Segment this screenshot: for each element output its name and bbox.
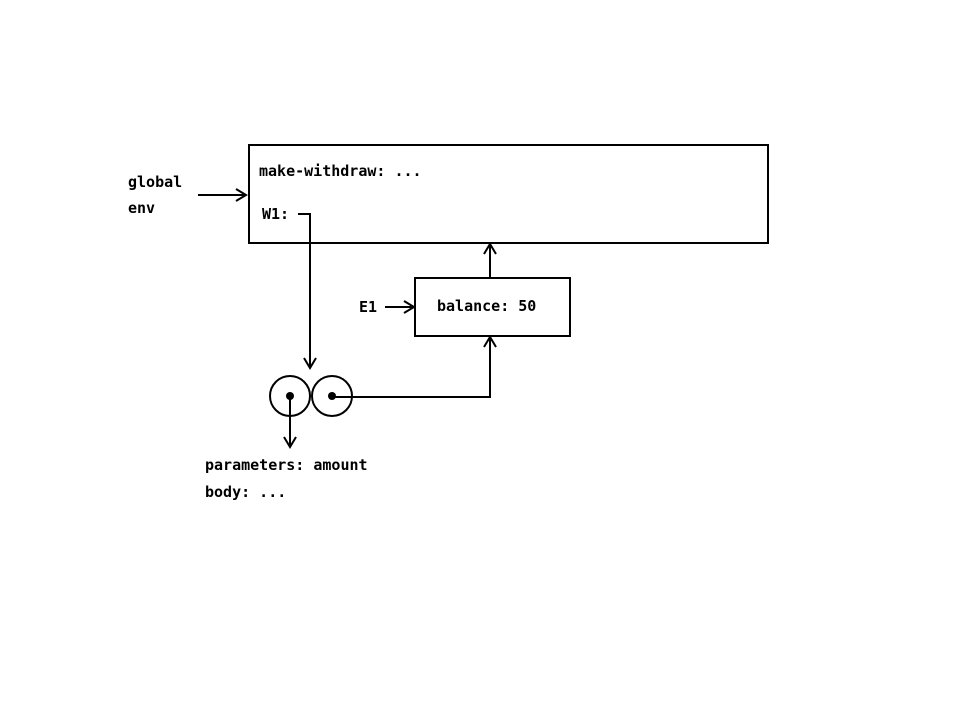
- global-env-pointer-arrow: [198, 188, 248, 202]
- procedure-parameters: parameters: amount: [205, 456, 368, 474]
- e1-frame: [414, 277, 571, 337]
- w1-binding: W1:: [262, 205, 289, 223]
- e1-pointer-arrow: [385, 300, 416, 314]
- global-env-frame: [248, 144, 769, 244]
- procedure-code-arrow: [283, 396, 297, 449]
- balance-binding: balance: 50: [437, 297, 536, 315]
- make-withdraw-binding: make-withdraw: ...: [259, 162, 422, 180]
- e1-label: E1: [359, 298, 377, 316]
- global-env-label-line2: env: [128, 199, 155, 217]
- procedure-body: body: ...: [205, 483, 286, 501]
- w1-pointer-arrow: [298, 213, 317, 370]
- global-env-label-line1: global: [128, 173, 182, 191]
- e1-enclosing-env-arrow: [483, 242, 497, 278]
- procedure-env-arrow: [332, 335, 497, 398]
